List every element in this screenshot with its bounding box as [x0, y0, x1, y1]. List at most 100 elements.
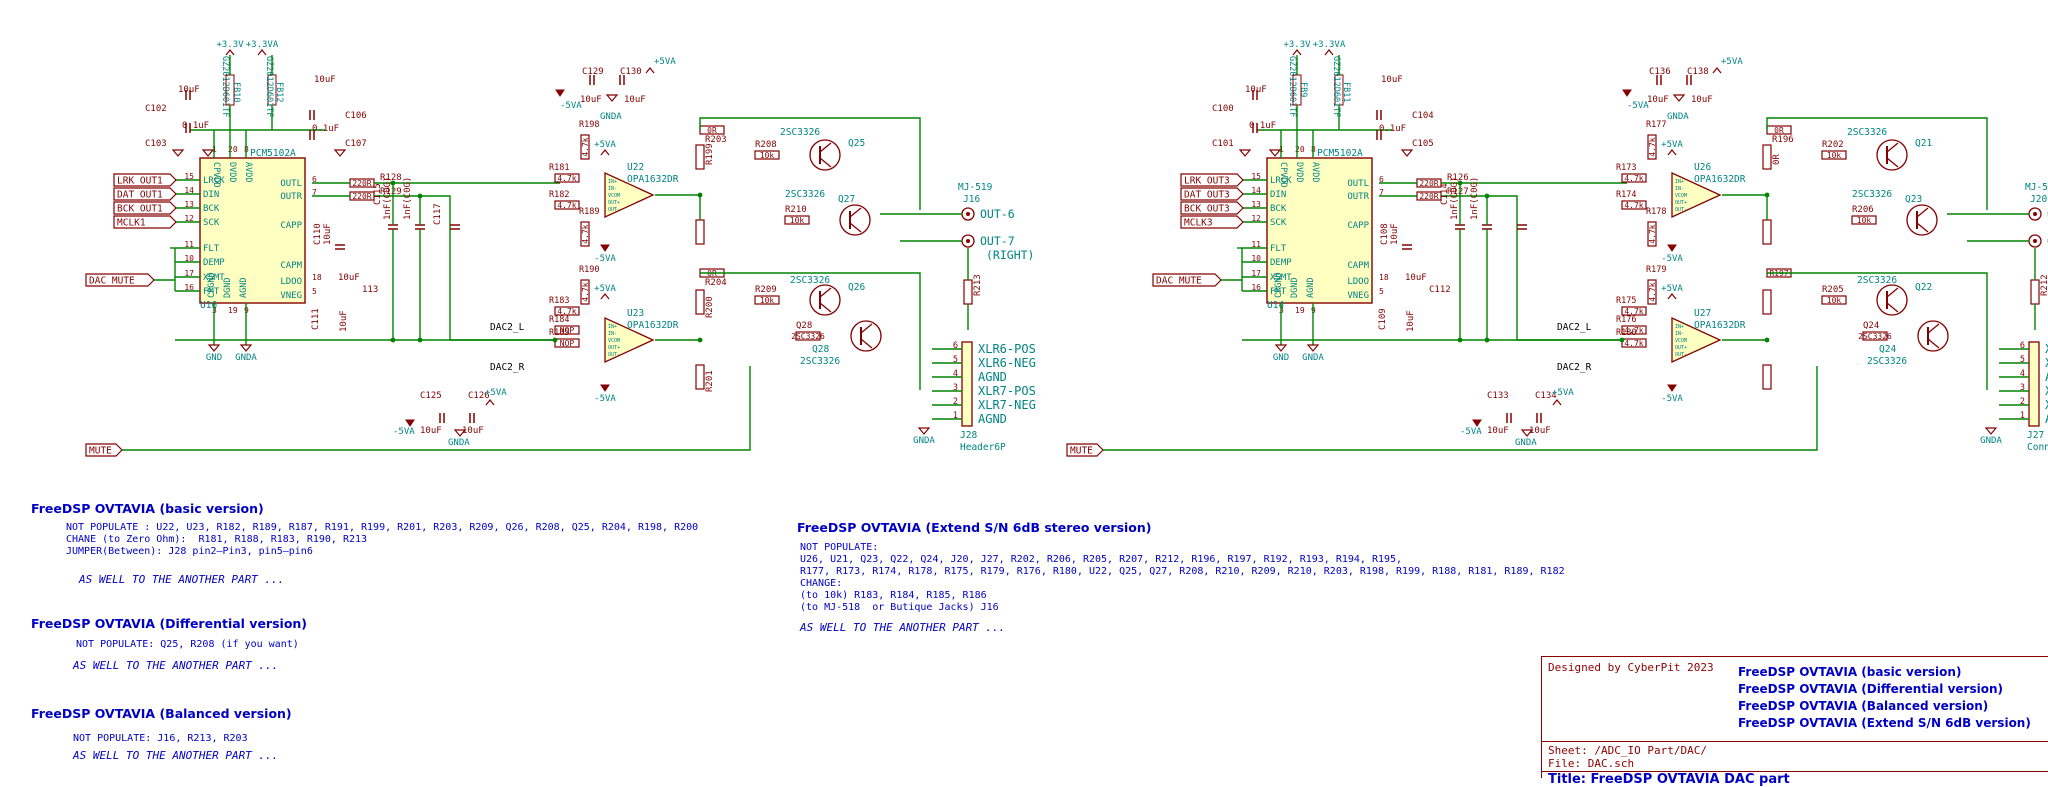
- right-dac-pin: BCK: [1270, 204, 1287, 214]
- right-jack-pin: [2033, 212, 2037, 216]
- left-header-body: [961, 341, 973, 427]
- right-opamp-ref: U27: [1694, 308, 1711, 319]
- opamp-symbol: [1671, 316, 1722, 364]
- junction-dot: [1484, 193, 1490, 199]
- title-label-partial: Title: FreeDSP OVTAVIA DAC part: [1548, 772, 1790, 787]
- left-net-label: DAC2_L: [490, 322, 525, 333]
- left-dac-pin-num: 5: [312, 287, 317, 296]
- power-arrow-icon: [600, 149, 610, 156]
- junction-dot: [1457, 337, 1463, 343]
- junction-dot: [390, 180, 396, 186]
- transistor-collector: [1886, 142, 1899, 153]
- right-dac-pin-num: 14: [1251, 186, 1261, 195]
- left-header-pin-label: XLR7-POS: [978, 384, 1036, 398]
- right-header-ref: J27: [2027, 430, 2044, 441]
- left-circuit: PCM5102AU16LRCK15DIN14BCK13SCK12FLT11DEM…: [85, 40, 1036, 457]
- left-decoupling-ref: C125: [420, 391, 442, 401]
- note-basic-body: NOT POPULATE : U22, U23, R182, R189, R18…: [66, 522, 699, 557]
- right-cap-value: 10uF: [1390, 223, 1400, 245]
- resistor: [963, 279, 973, 305]
- left-dac-pin-num: 6: [312, 175, 317, 184]
- resistor-value: 10k: [790, 216, 805, 225]
- opamp-pin-label: OUT+: [1675, 200, 1687, 206]
- wire: [1103, 366, 1818, 451]
- junction-dot: [1457, 180, 1463, 186]
- left-decoupling-supply: +5VA: [485, 388, 507, 398]
- hierarchical-label-text: BCK_OUT3: [1184, 204, 1230, 215]
- opamp-pin-label: IN-: [1675, 186, 1684, 192]
- hierarchical-label-text: MUTE: [1070, 446, 1093, 457]
- right-opamp-res-ref: R174: [1616, 190, 1636, 200]
- opamp-pin-label: OUT-: [1675, 207, 1687, 213]
- right-net-label: DAC2_R: [1557, 362, 1592, 373]
- left-cap-value: 10uF: [323, 223, 333, 245]
- resistor: [580, 134, 590, 160]
- left-transistor-part: 2SC3326: [785, 189, 825, 200]
- wire: [1767, 272, 1988, 390]
- opamp-symbol: [1671, 171, 1722, 219]
- left-opamp-res-ref: R198: [579, 120, 599, 130]
- left-cap-value: 10uF: [338, 273, 360, 283]
- left-header-pin-num: 5: [953, 355, 958, 365]
- hierarchical-label-text: DAC_MUTE: [89, 276, 135, 287]
- opamp-pin-label: OUT-: [608, 352, 620, 358]
- transistor-collector: [1916, 207, 1929, 218]
- ground-label: GND: [1273, 353, 1289, 363]
- right-cap-value: 0.1uF: [1249, 121, 1276, 131]
- resistor: [1621, 200, 1647, 210]
- resistor: [554, 173, 580, 183]
- right-cap-ref: C105: [1412, 139, 1434, 149]
- left-dac-chip: [199, 157, 306, 304]
- right-opamp-res-ref: R180: [1616, 328, 1636, 338]
- right-header-part: Conn_01x06: [2027, 442, 2048, 453]
- wire: [1722, 194, 1768, 220]
- left-header-pin-label: XLR6-NEG: [978, 356, 1036, 370]
- note-extended-title: FreeDSP OVTAVIA (Extend S/N 6dB stereo v…: [797, 520, 1152, 535]
- transistor-collector: [819, 287, 832, 298]
- left-cap-ref: C107: [345, 139, 367, 149]
- right-res-ref: R126: [1447, 173, 1469, 183]
- right-opamp-res-ref: R177: [1646, 120, 1666, 130]
- opamp-pin-label: VCOM: [608, 338, 620, 344]
- opamp-pin-label: VCOM: [608, 193, 620, 199]
- right-transistor-ref: Q24: [1879, 344, 1896, 355]
- ground-icon: [207, 344, 221, 352]
- right-transistor-res-ref: R205: [1822, 285, 1844, 295]
- resistor: [554, 338, 580, 348]
- right-header-pin-num: 3: [2020, 383, 2025, 393]
- left-ferrite-ref: FB10: [231, 82, 241, 102]
- resistor-value: 4.7k: [1624, 339, 1643, 348]
- left-header-pin-num: 4: [953, 369, 958, 379]
- junction-dot: [1764, 337, 1770, 343]
- junction-dot: [1484, 337, 1490, 343]
- right-jack-part: MJ-519: [2025, 182, 2048, 193]
- power-arrow-icon: [645, 67, 655, 74]
- transistor-emitter: [860, 338, 873, 349]
- left-decoupling-value: 10uF: [624, 95, 646, 105]
- junction-dot: [390, 337, 396, 343]
- junction-dot: [417, 337, 423, 343]
- power-label: +5VA: [1661, 140, 1683, 150]
- schematic-canvas: PCM5102AU16LRCK15DIN14BCK13SCK12FLT11DEM…: [85, 40, 2048, 457]
- opamp-pin-label: IN+: [608, 324, 617, 330]
- left-dac-pin-num: 20: [228, 145, 238, 154]
- resistor-value: 10k: [760, 151, 775, 160]
- left-opamp-res-ref: R184: [549, 315, 569, 325]
- hierarchical-label-text: MCLK3: [1184, 218, 1213, 229]
- opamp-pin-label: IN+: [608, 179, 617, 185]
- left-header-pin-label: AGND: [978, 370, 1007, 384]
- resistor-value: 4.7k: [581, 224, 590, 243]
- hierarchical-label-text: DAC_MUTE: [1156, 276, 1202, 287]
- left-dac-pin: DEMP: [203, 258, 225, 268]
- left-dac-pin-num: 17: [184, 269, 194, 278]
- left-decoupling-value: 10uF: [580, 95, 602, 105]
- wire: [700, 272, 921, 390]
- left-dac-ref: U16: [200, 300, 217, 311]
- resistor: [1851, 215, 1877, 225]
- right-dac-pin-num: 7: [1379, 188, 1384, 197]
- right-cap-value: 1nF(C0G): [1450, 177, 1460, 220]
- right-dac-pin-num: 13: [1251, 200, 1261, 209]
- left-jack-pin: [966, 212, 970, 216]
- wire: [374, 195, 555, 341]
- left-dac-pin: LDOO: [280, 277, 302, 287]
